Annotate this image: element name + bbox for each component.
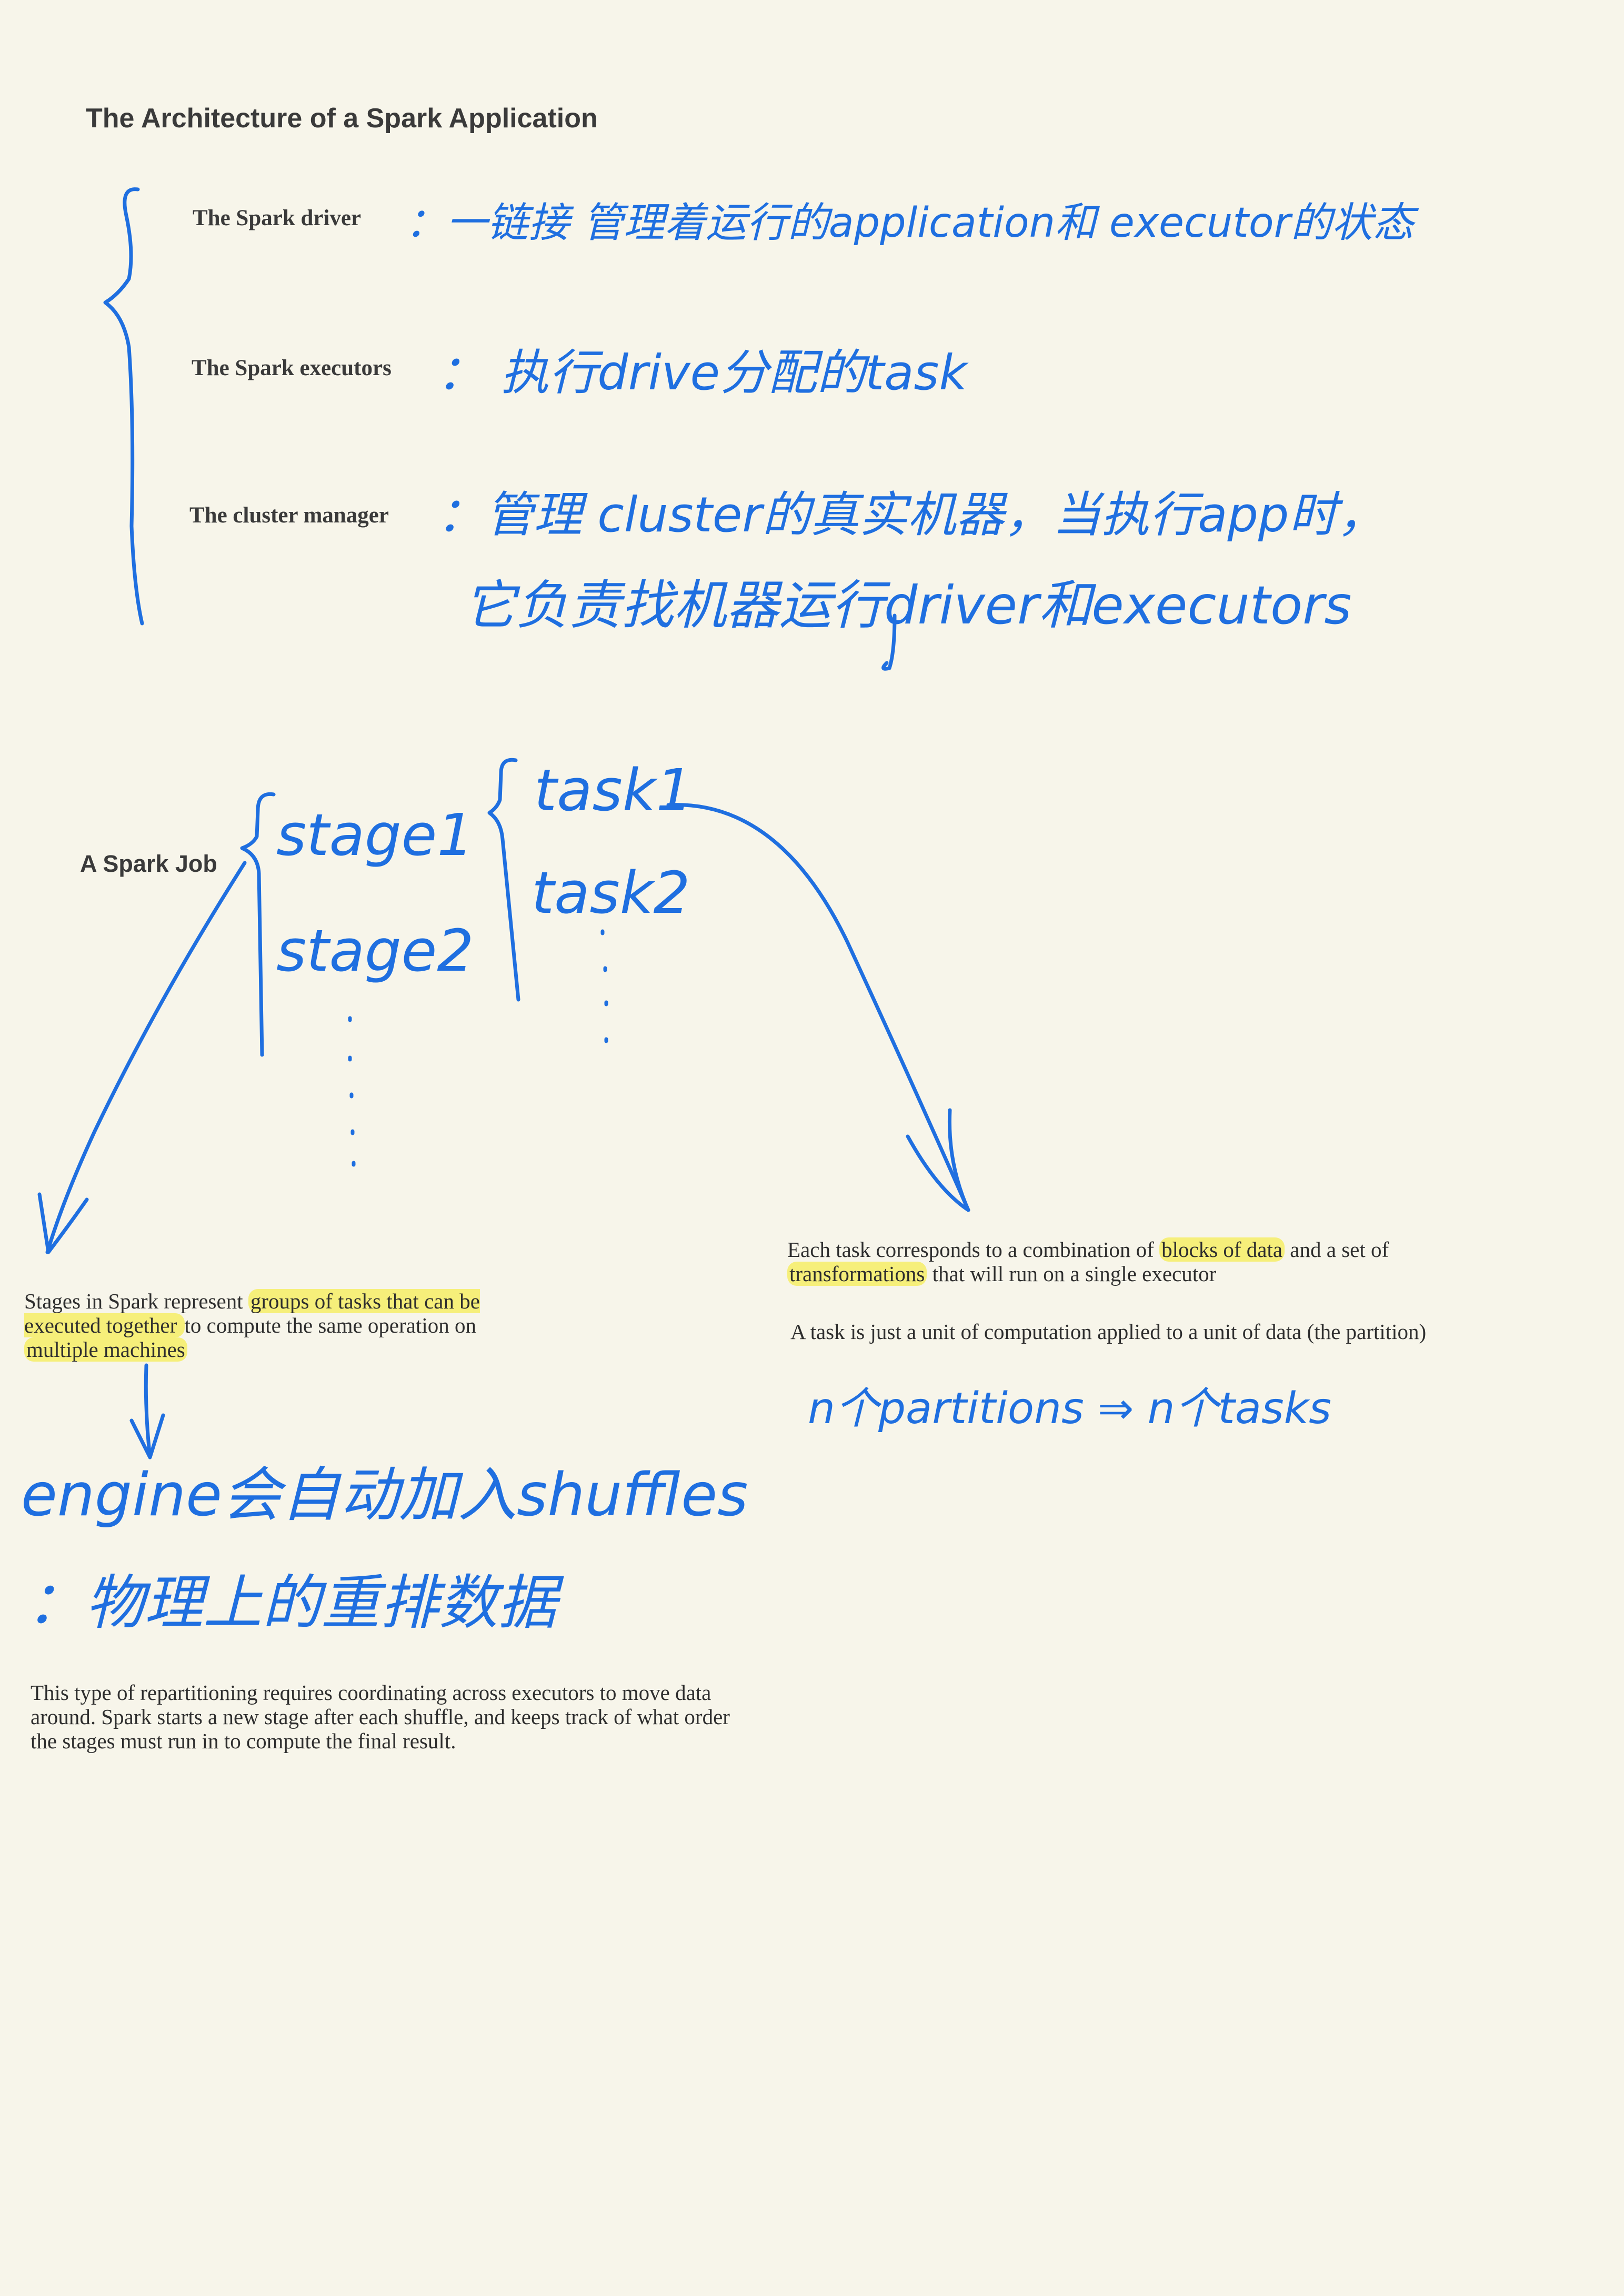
driver-label: The Spark driver: [193, 206, 362, 230]
task-unit-paragraph: A task is just a unit of computation app…: [790, 1320, 1427, 1344]
task-highlight-1: blocks of data: [1159, 1237, 1285, 1262]
task-brace: [487, 758, 520, 1002]
driver-note: ：一链接 管理着运行的application和 executor的状态: [405, 199, 1419, 247]
spark-job-label: A Spark Job: [80, 850, 217, 877]
down-arrowhead: [129, 1413, 165, 1459]
page-title: The Architecture of a Spark Application: [86, 103, 598, 134]
cluster-note-line1: ：管理 cluster的真实机器，当执行app时，: [437, 487, 1386, 543]
right-arrowhead: [906, 1108, 970, 1212]
stages-highlight-2: multiple machines: [24, 1337, 187, 1362]
left-arrowhead: [37, 1192, 89, 1254]
shuffle-note-line2: ：物理上的重排数据: [26, 1569, 564, 1637]
stages-paragraph: Stages in Spark represent groups of task…: [24, 1289, 487, 1362]
right-arrow: [666, 803, 970, 1212]
task2-label: task2: [532, 859, 690, 927]
task-suffix: that will run on a single executor: [927, 1262, 1217, 1286]
task-prefix: Each task corresponds to a combination o…: [787, 1237, 1160, 1262]
executors-label: The Spark executors: [192, 356, 392, 380]
stages-mid: to compute the same operation on: [184, 1313, 476, 1337]
shuffle-note-line1: engine会自动加入shuffles: [21, 1461, 748, 1529]
stage-dots: [348, 1016, 356, 1167]
stage-brace: [240, 792, 276, 1057]
partitions-note: n个partitions ⇒ n个tasks: [808, 1384, 1331, 1434]
task-dots: [600, 929, 608, 1043]
left-curly-brace: [103, 187, 144, 626]
cluster-note-line2: 它负责找机器运行driver和executors: [463, 575, 1351, 636]
task-paragraph: Each task corresponds to a combination o…: [787, 1237, 1524, 1286]
down-arrow: [144, 1363, 152, 1459]
repartition-paragraph: This type of repartitioning requires coo…: [31, 1680, 730, 1753]
stage1-label: stage1: [276, 801, 474, 869]
task-highlight-2: transformations: [787, 1262, 927, 1286]
cluster-manager-label: The cluster manager: [189, 503, 389, 528]
task-mid: and a set of: [1285, 1237, 1389, 1262]
driver-descender: [881, 613, 897, 671]
executors-note: ： 执行drive分配的task: [437, 345, 969, 401]
stages-prefix: Stages in Spark represent: [24, 1289, 248, 1313]
task1-label: task1: [534, 757, 693, 824]
left-arrow: [45, 861, 247, 1254]
stage2-label: stage2: [276, 917, 474, 984]
